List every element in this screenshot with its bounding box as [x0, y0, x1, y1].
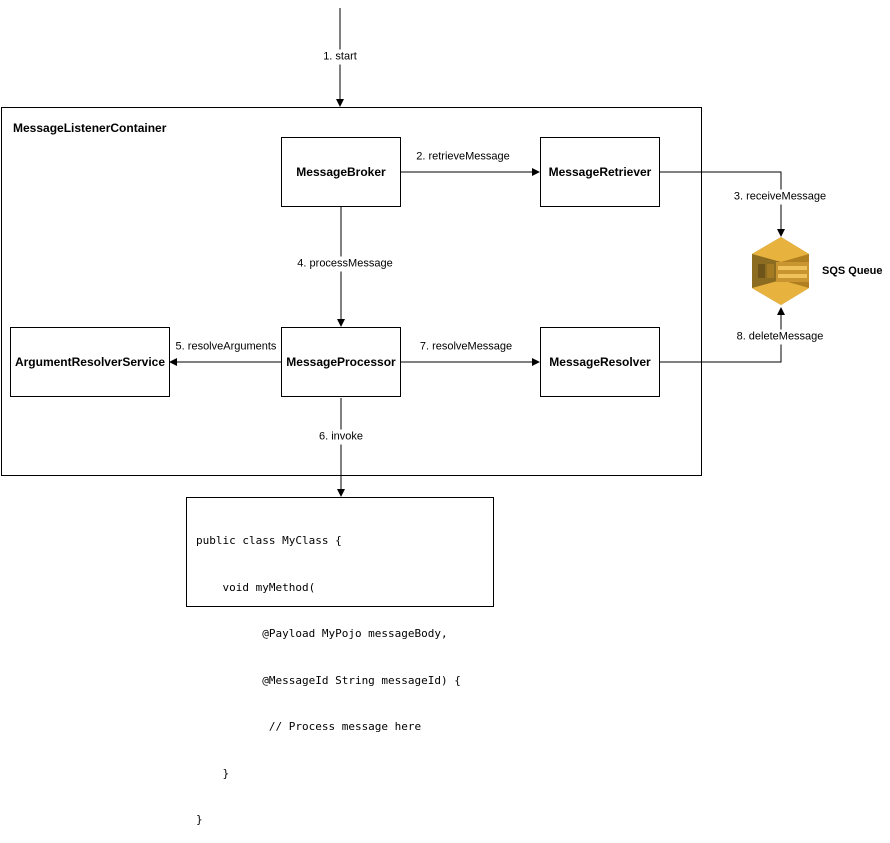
sqs-queue-label: SQS Queue: [822, 265, 883, 277]
edge-label-receive: 3. receiveMessage: [731, 189, 829, 205]
code-line: }: [196, 766, 230, 780]
edge-label-resolve-msg: 7. resolveMessage: [417, 339, 515, 355]
edge-delete: [660, 307, 785, 363]
edge-label-process: 4. processMessage: [295, 256, 395, 272]
code-snippet: public class MyClass { void myMethod( @P…: [186, 497, 494, 826]
message-listener-container: [1, 107, 702, 476]
sqs-queue-icon: [752, 237, 809, 305]
message-resolver-node: MessageResolver: [540, 327, 660, 397]
edge-label-start: 1. start: [321, 49, 359, 65]
edge-label-delete: 8. deleteMessage: [734, 329, 826, 345]
code-line: void myMethod(: [196, 580, 316, 594]
edge-label-retrieve: 2. retrieveMessage: [414, 149, 512, 165]
code-line: }: [196, 813, 203, 826]
edge-label-invoke: 6. invoke: [316, 429, 366, 445]
code-line: public class MyClass {: [196, 534, 342, 547]
code-line: @MessageId String messageId) {: [196, 673, 461, 687]
code-line: @Payload MyPojo messageBody,: [196, 627, 448, 640]
argument-resolver-service-node: ArgumentResolverService: [10, 327, 170, 397]
message-retriever-node: MessageRetriever: [540, 137, 660, 207]
connector-layer: [169, 8, 809, 497]
container-title: MessageListenerContainer: [13, 121, 167, 135]
code-line: // Process message here: [196, 720, 422, 733]
edge-receive: [660, 171, 785, 237]
message-broker-node: MessageBroker: [281, 137, 401, 207]
edge-label-resolve-args: 5. resolveArguments: [173, 339, 279, 355]
message-processor-node: MessageProcessor: [281, 327, 401, 397]
